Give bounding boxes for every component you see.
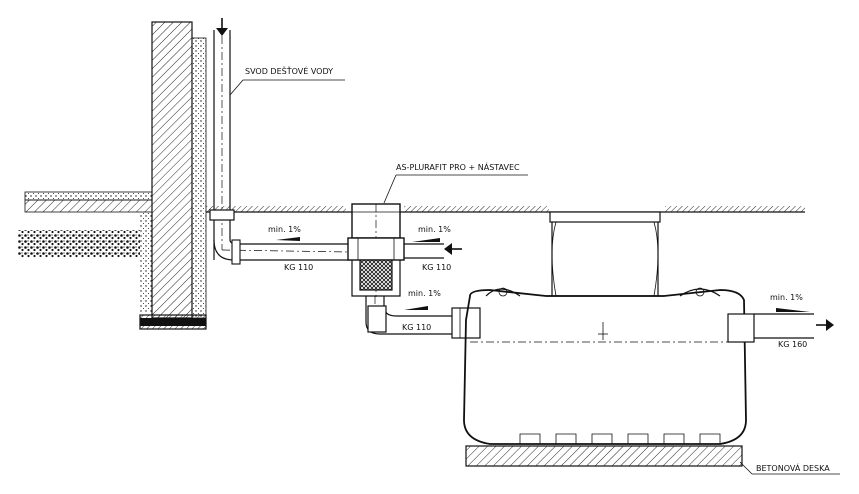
inlet-arrow-icon — [444, 243, 462, 255]
pipe-label-kg110-c: KG 110 — [402, 323, 431, 332]
downpipe — [209, 30, 351, 265]
inlet-pipe-right — [404, 238, 444, 259]
downpipe-arrow-icon — [216, 18, 228, 36]
tank-shaft — [546, 211, 664, 297]
slab-label: BETONOVÁ DESKA — [756, 462, 830, 473]
rainwater-tank — [463, 287, 747, 445]
filter-label: AS-PLURAFIT PRO + NÁSTAVEC — [396, 161, 520, 172]
outlet-arrow-icon — [816, 319, 834, 331]
pipe-label-kg110-a: KG 110 — [284, 263, 313, 272]
filter-outlet-pipe — [365, 296, 481, 339]
slope-label-2: min. 1% — [418, 225, 451, 234]
slope-label-1: min. 1% — [268, 225, 301, 234]
slope-label-4: min. 1% — [770, 293, 803, 302]
ground-surface — [206, 206, 805, 213]
downpipe-label: SVOD DEŠŤOVÉ VODY — [245, 65, 333, 76]
slope-label-3: min. 1% — [408, 289, 441, 298]
filter-mesh — [359, 259, 393, 291]
overflow-pipe — [727, 308, 814, 343]
filter-unit — [347, 203, 405, 300]
pipe-label-kg110-b: KG 110 — [422, 263, 451, 272]
pipe-label-kg160: KG 160 — [778, 340, 807, 349]
terrain-left — [18, 191, 153, 312]
concrete-slab — [465, 445, 743, 467]
building-wall — [139, 21, 207, 330]
